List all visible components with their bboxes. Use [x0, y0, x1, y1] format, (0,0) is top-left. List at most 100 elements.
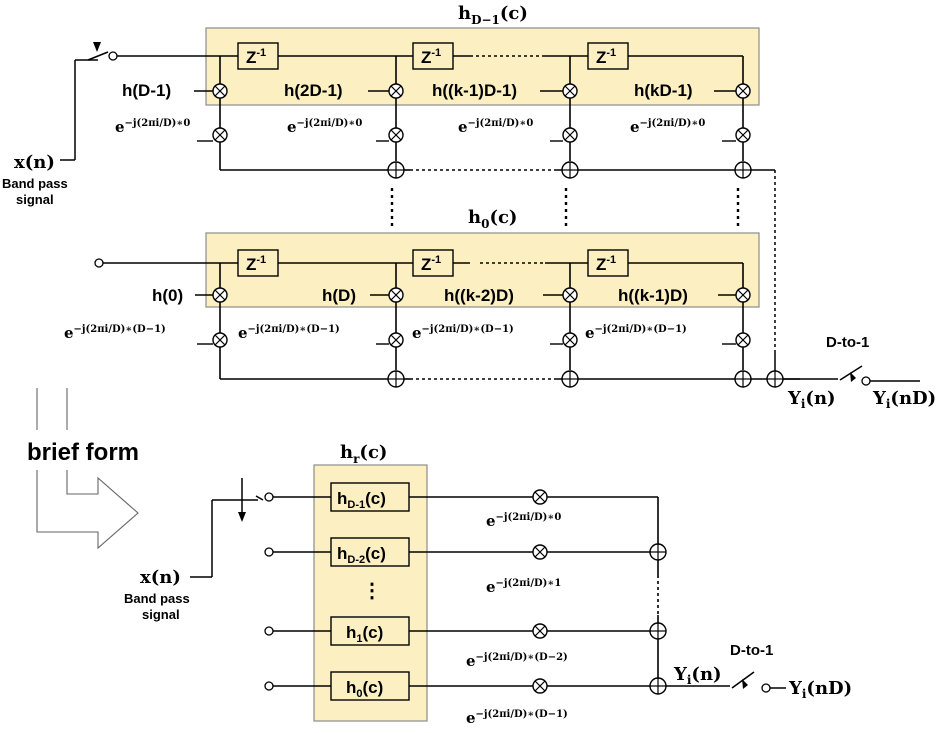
brief-decimator-label: D-to-1	[730, 642, 773, 659]
top-coef-multiplier-1	[388, 83, 404, 99]
bottom-exp-label-3: e−j(2πi/D)∗(D−1)	[585, 324, 687, 342]
top-exp-multiplier-0	[212, 127, 228, 143]
yi-n-label: Yi(n)	[787, 388, 836, 411]
top-exp-multiplier-1	[388, 127, 404, 143]
top-exp-label-2: e−j(2πi/D)∗0	[458, 118, 533, 136]
brief-form-label: brief form	[27, 439, 139, 466]
top-adder-1	[387, 161, 405, 179]
switch-arrow-icon	[93, 42, 101, 52]
bottom-adder-1	[387, 370, 405, 388]
top-coef-multiplier-0	[212, 83, 228, 99]
top-tap-label-0: h(D-1)	[122, 81, 171, 100]
bottom-adder-2	[561, 370, 579, 388]
svg-text:hD-1(c): hD-1(c)	[337, 489, 386, 511]
brief-exp-label-3: e−j(2πi/D)∗(D−1)	[466, 709, 568, 727]
svg-text:Z-1: Z-1	[246, 47, 266, 67]
top-input-switch	[87, 51, 109, 61]
svg-text:e−j(2πi/D)∗0: e−j(2πi/D)∗0	[287, 118, 362, 136]
brief-adder-1	[649, 543, 667, 561]
brief-exp-multiplier-1	[532, 544, 548, 560]
svg-text:Z-1: Z-1	[421, 47, 441, 67]
input-caption-top-2: signal	[16, 192, 54, 207]
yi-nd-label: Yi(nD)	[872, 388, 936, 411]
svg-text:e−j(2πi/D)∗(D−1): e−j(2πi/D)∗(D−1)	[466, 709, 568, 727]
bottom-filter-bank: h0(c) Z-1 Z-1 Z-1 h(0) h(D) h((k-2)D) h(…	[64, 207, 800, 388]
top-delay-1	[237, 42, 279, 70]
brief-exp-label-1: e−j(2πi/D)∗1	[486, 578, 561, 596]
brief-decimator-arrow-icon	[742, 679, 748, 689]
bottom-coef-multiplier-0	[212, 287, 228, 303]
brief-ellipsis: ⋮	[362, 580, 382, 602]
top-coef-multiplier-3	[735, 83, 751, 99]
bottom-delay-1	[237, 249, 279, 277]
bottom-coef-multiplier-2	[562, 287, 578, 303]
svg-text:e−j(2πi/D)∗0: e−j(2πi/D)∗0	[630, 118, 705, 136]
brief-node-0	[264, 492, 274, 502]
svg-text:Z-1: Z-1	[421, 254, 441, 274]
top-tap-label-3: h(kD-1)	[634, 81, 693, 100]
brief-filter-2	[330, 616, 410, 646]
bottom-tap-label-3: h((k-1)D)	[618, 286, 688, 305]
top-adder-3	[734, 161, 752, 179]
bottom-exp-multiplier-0	[212, 332, 228, 348]
brief-node-3	[264, 681, 274, 691]
top-input-node	[108, 51, 118, 61]
output-node	[861, 376, 871, 386]
brief-yi-nd-label: Yi(nD)	[788, 678, 852, 701]
bank-continuation-dots	[390, 170, 776, 350]
top-input-signal: x(n) Band pass signal	[2, 59, 98, 207]
bottom-coef-multiplier-1	[388, 287, 404, 303]
brief-exp-multiplier-2	[532, 623, 548, 639]
top-bank-box	[205, 27, 760, 106]
brief-exp-multiplier-0	[532, 489, 548, 505]
svg-text:e−j(2πi/D)∗0: e−j(2πi/D)∗0	[115, 118, 190, 136]
top-exp-label-3: e−j(2πi/D)∗0	[630, 118, 705, 136]
top-bank-title: hD−1(c)	[458, 3, 528, 27]
brief-adder-3	[649, 677, 667, 695]
top-exp-multiplier-3	[735, 127, 751, 143]
svg-text:e−j(2πi/D)∗0: e−j(2πi/D)∗0	[458, 118, 533, 136]
svg-text:Z-1: Z-1	[596, 254, 616, 274]
brief-exp-label-0: e−j(2πi/D)∗0	[486, 512, 561, 530]
brief-form-circuit: hr(c) x(n) Band pass signal hD-1(c) hD-2…	[124, 442, 852, 727]
decimator-arrow-icon	[850, 372, 856, 382]
bottom-tap-label-1: h(D)	[322, 286, 356, 305]
input-caption-bottom-2: signal	[142, 607, 180, 622]
input-caption-top-1: Band pass	[2, 176, 68, 191]
svg-text:hD-2(c): hD-2(c)	[337, 544, 386, 566]
bottom-input-node	[94, 258, 104, 268]
brief-filter-1	[330, 537, 410, 567]
brief-switch-arrow-icon	[238, 512, 246, 522]
input-label-bottom: x(n)	[140, 567, 181, 588]
top-coef-multiplier-2	[562, 83, 578, 99]
top-filter-bank: hD−1(c) Z-1 Z-1 Z-1 h(D-1) h(2D-1) h((k-…	[87, 3, 775, 179]
bottom-exp-multiplier-1	[388, 332, 404, 348]
svg-text:e−j(2πi/D)∗(D−1): e−j(2πi/D)∗(D−1)	[412, 324, 514, 342]
brief-node-1	[264, 547, 274, 557]
svg-text:e−j(2πi/D)∗0: e−j(2πi/D)∗0	[486, 512, 561, 530]
bottom-coef-multiplier-3	[735, 287, 751, 303]
bottom-exp-label-1: e−j(2πi/D)∗(D−1)	[238, 324, 340, 342]
top-output-stage: D-to-1 Yi(n) Yi(nD)	[766, 334, 936, 411]
input-label-top: x(n)	[14, 152, 55, 173]
svg-text:e−j(2πi/D)∗(D−1): e−j(2πi/D)∗(D−1)	[238, 324, 340, 342]
svg-text:e−j(2πi/D)∗1: e−j(2πi/D)∗1	[486, 578, 561, 596]
brief-exp-label-2: e−j(2πi/D)∗(D−2)	[466, 652, 568, 670]
bottom-exp-label-2: e−j(2πi/D)∗(D−1)	[412, 324, 514, 342]
svg-text:Z-1: Z-1	[246, 254, 266, 274]
top-exp-label-0: e−j(2πi/D)∗0	[115, 118, 190, 136]
top-tap-label-1: h(2D-1)	[284, 81, 343, 100]
brief-filter-3	[330, 671, 410, 701]
bottom-tap-label-2: h((k-2)D)	[444, 286, 514, 305]
brief-form-arrow: brief form	[27, 388, 139, 550]
top-exp-label-1: e−j(2πi/D)∗0	[287, 118, 362, 136]
svg-text:e−j(2πi/D)∗(D−2): e−j(2πi/D)∗(D−2)	[466, 652, 568, 670]
brief-group-title: hr(c)	[340, 442, 387, 466]
top-tap-label-2: h((k-1)D-1)	[432, 81, 517, 100]
bottom-exp-label-0: e−j(2πi/D)∗(D−1)	[64, 324, 166, 342]
bottom-adder-3	[734, 370, 752, 388]
svg-text:Z-1: Z-1	[596, 47, 616, 67]
bottom-bank-title: h0(c)	[468, 207, 517, 231]
bottom-bank-box	[205, 232, 760, 308]
